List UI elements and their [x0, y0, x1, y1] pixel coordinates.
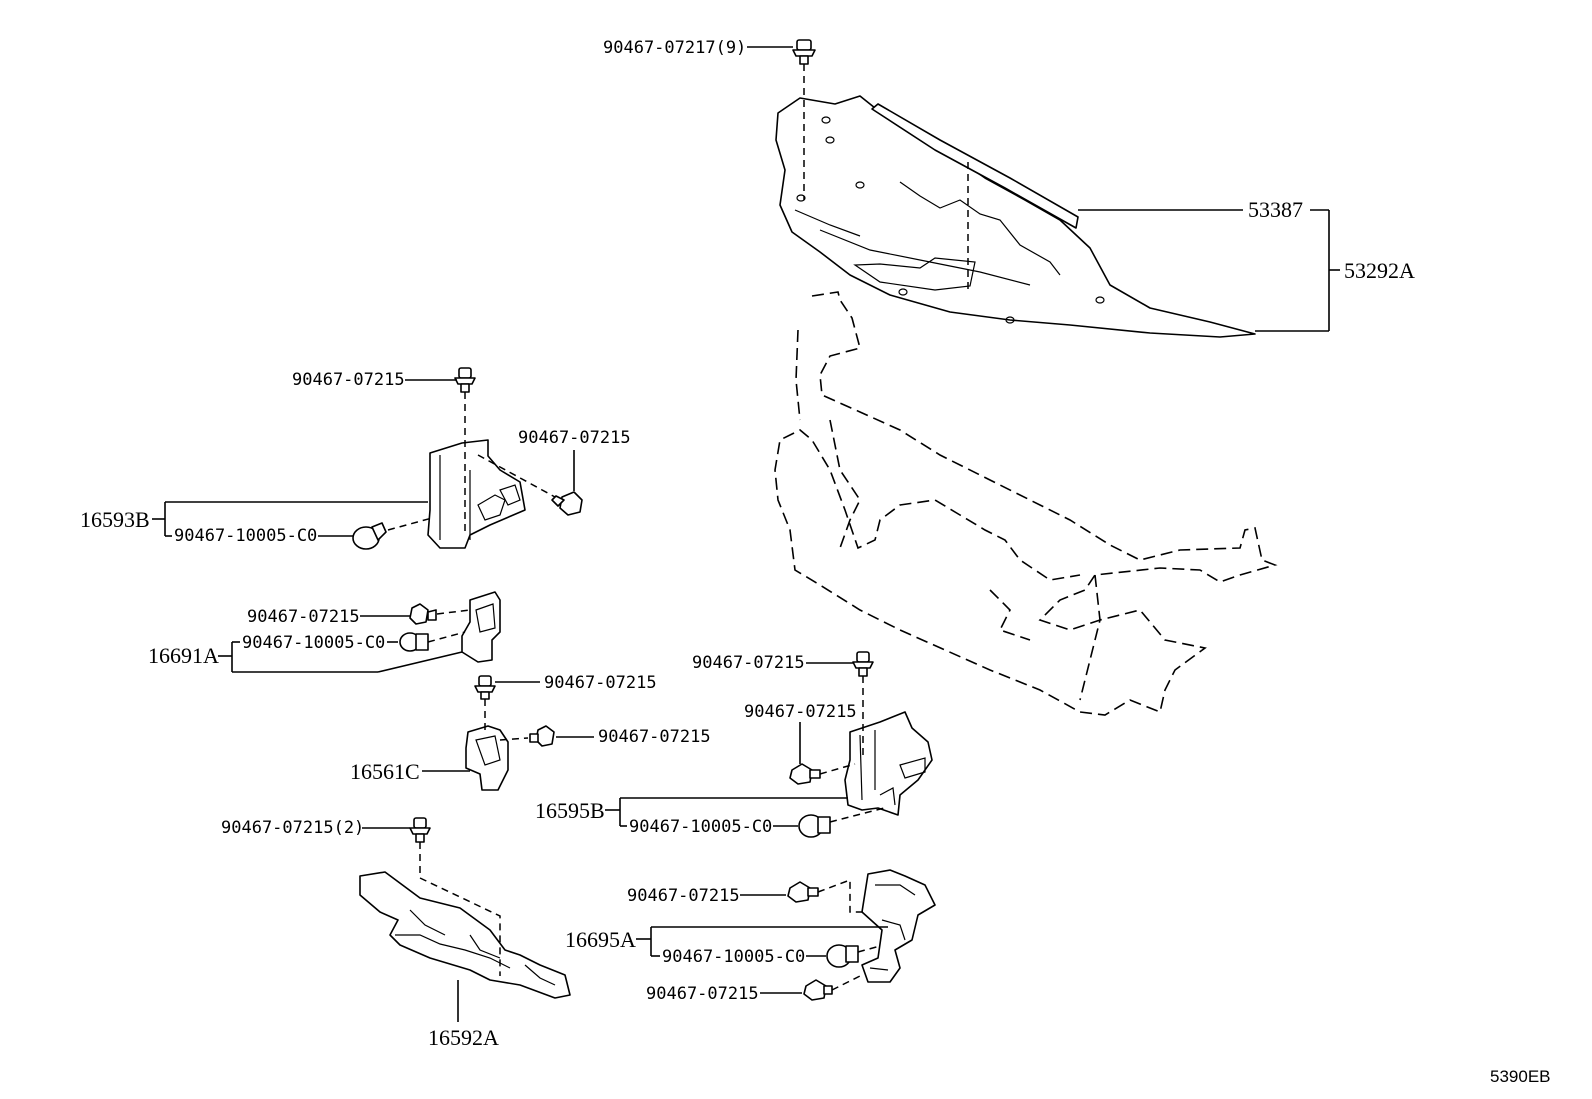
- label-90467-07215-2: 90467-07215(2): [221, 818, 364, 838]
- label-90467-10005-16695A: 90467-10005-C0: [662, 947, 805, 967]
- part-53387-seal[interactable]: [871, 103, 1079, 229]
- clip-90467-07217-top[interactable]: [792, 39, 816, 65]
- label-90467-07215-l-top: 90467-07215: [292, 370, 405, 390]
- bolt-16691A[interactable]: [409, 603, 437, 625]
- label-16691A: 16691A: [148, 643, 219, 668]
- label-90467-10005-l: 90467-10005-C0: [174, 526, 317, 546]
- bolt-16593B-top[interactable]: [454, 367, 476, 393]
- part-53292A-cover[interactable]: [775, 95, 1256, 338]
- label-16595B: 16595B: [535, 798, 605, 823]
- label-90467-10005-16595B: 90467-10005-C0: [629, 817, 772, 837]
- label-90467-07215-l-side: 90467-07215: [518, 428, 631, 448]
- clip-16593B[interactable]: [352, 522, 387, 550]
- label-16561C: 16561C: [350, 759, 420, 784]
- part-16691A[interactable]: [461, 591, 501, 663]
- bolt-16561C-top[interactable]: [474, 675, 496, 700]
- label-90467-07215-16561C-side: 90467-07215: [598, 727, 711, 747]
- radiator-support-ghost: [774, 291, 1278, 716]
- label-53387: 53387: [1248, 197, 1303, 222]
- part-16593B[interactable]: [427, 439, 526, 549]
- bolt-16561C-side[interactable]: [529, 725, 555, 747]
- bolt-16593B-side[interactable]: [551, 491, 583, 516]
- label-16593B: 16593B: [80, 507, 150, 532]
- bolt-16695A-top[interactable]: [787, 881, 819, 903]
- part-16595B[interactable]: [844, 711, 933, 816]
- clip-16695A[interactable]: [826, 944, 859, 968]
- label-16695A: 16695A: [565, 927, 636, 952]
- part-16592A[interactable]: [359, 871, 571, 999]
- clip-16592A[interactable]: [409, 817, 431, 843]
- label-53292A: 53292A: [1344, 258, 1415, 283]
- label-90467-07215-r-side: 90467-07215: [744, 702, 857, 722]
- label-90467-07215-16695A-bottom: 90467-07215: [646, 984, 759, 1004]
- clip-16595B[interactable]: [798, 814, 831, 838]
- clip-16691A[interactable]: [399, 632, 429, 652]
- part-16695A[interactable]: [861, 869, 936, 983]
- label-90467-07215-16561C-top: 90467-07215: [544, 673, 657, 693]
- bolt-16695A-bottom[interactable]: [803, 979, 833, 1001]
- label-90467-07215-16695A-top: 90467-07215: [627, 886, 740, 906]
- label-90467-10005-16691A: 90467-10005-C0: [242, 633, 385, 653]
- diagram-code: 5390EB: [1490, 1067, 1551, 1086]
- label-90467-07215-r-top: 90467-07215: [692, 653, 805, 673]
- label-16592A: 16592A: [428, 1025, 499, 1050]
- label-90467-07215-16691A: 90467-07215: [247, 607, 360, 627]
- bolt-16595B-side[interactable]: [789, 763, 821, 785]
- label-90467-07217: 90467-07217(9): [603, 38, 746, 58]
- bolt-16595B-top[interactable]: [852, 651, 874, 677]
- part-16561C[interactable]: [465, 725, 509, 791]
